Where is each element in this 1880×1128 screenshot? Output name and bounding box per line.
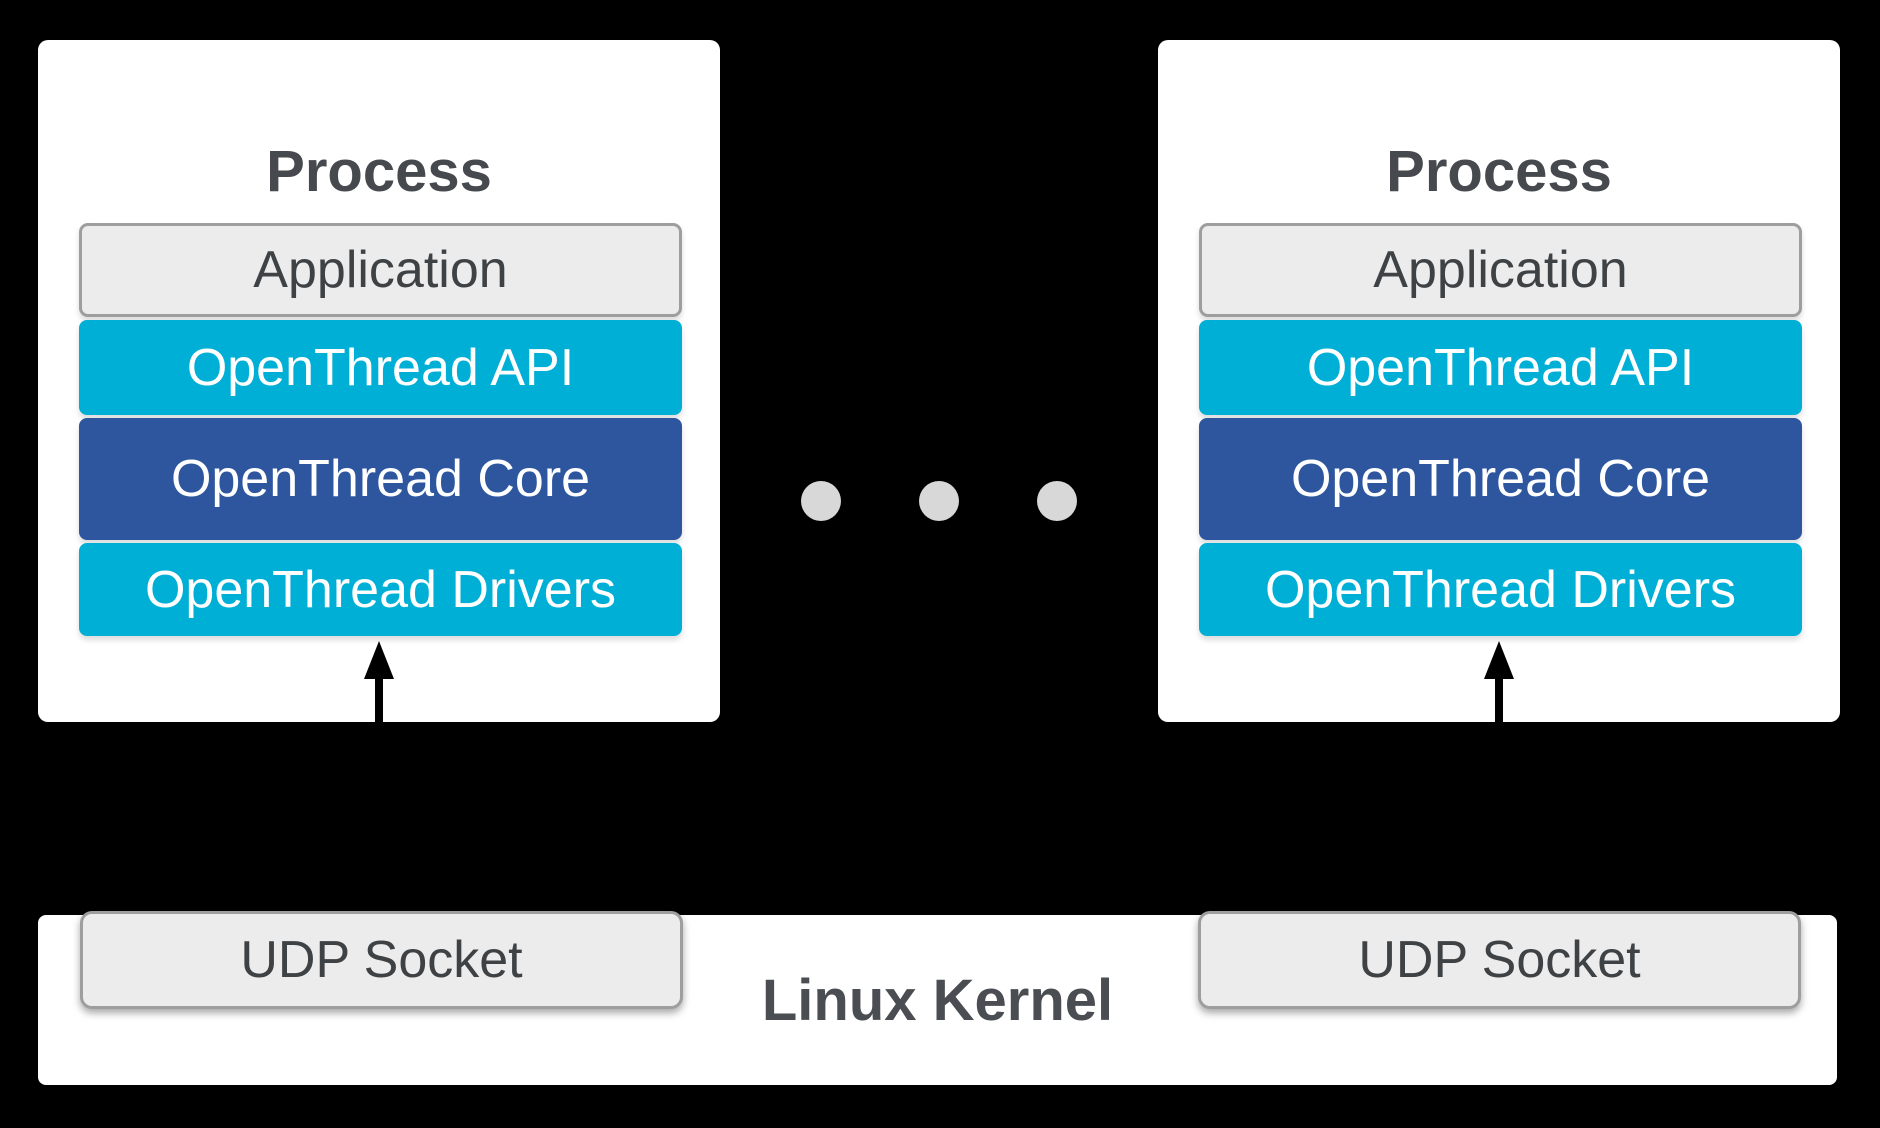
layer-openthread-api: OpenThread API	[1199, 320, 1802, 415]
arrowhead-icon	[364, 641, 394, 679]
layer-openthread-api: OpenThread API	[79, 320, 682, 415]
ellipsis-dot	[1037, 481, 1077, 521]
layer-openthread-core: OpenThread Core	[79, 418, 682, 540]
up-arrow-icon	[1484, 641, 1514, 722]
layer-openthread-drivers: OpenThread Drivers	[1199, 543, 1802, 636]
layer-application: Application	[1199, 223, 1802, 317]
process-title: Process	[266, 139, 492, 204]
process-card-left: Process Application OpenThread API OpenT…	[38, 40, 720, 722]
layer-openthread-drivers: OpenThread Drivers	[79, 543, 682, 636]
layer-openthread-core: OpenThread Core	[1199, 418, 1802, 540]
ellipsis-dot	[919, 481, 959, 521]
arrow-line	[375, 679, 383, 722]
udp-socket-right: UDP Socket	[1198, 911, 1801, 1009]
ellipsis	[720, 481, 1158, 521]
arrow-line	[1495, 679, 1503, 722]
linux-kernel-label: Linux Kernel	[761, 967, 1114, 1033]
udp-socket-left: UDP Socket	[80, 911, 683, 1009]
layer-application: Application	[79, 223, 682, 317]
process-title: Process	[1386, 139, 1612, 204]
process-card-right: Process Application OpenThread API OpenT…	[1158, 40, 1840, 722]
arrowhead-icon	[1484, 641, 1514, 679]
up-arrow-icon	[364, 641, 394, 722]
ellipsis-dot	[801, 481, 841, 521]
